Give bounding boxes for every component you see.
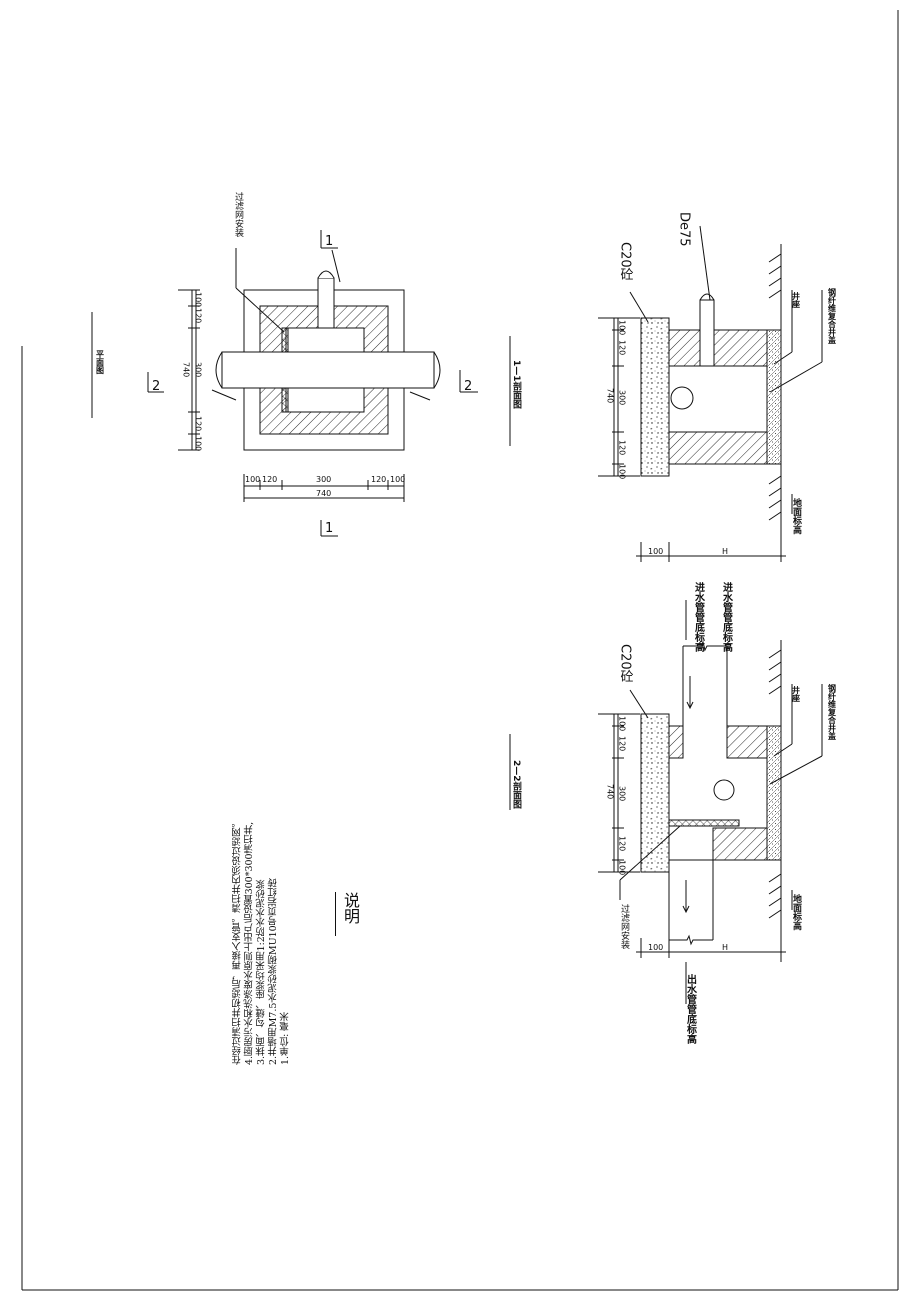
plan-dim-l-300: 300 [194,362,203,377]
s1-pipe-label: De75 [677,212,692,247]
s1-pipe-section [670,386,694,410]
s2-cover-label: 钢纤维复合井盖 [827,683,837,741]
s2-inlet-label: 进水管管底标高 [693,581,706,653]
s1-dim-total: 740 [606,388,615,403]
note-item-2: 2.井墙用M7.5水泥砂浆砌MU10号页岩红砖 [268,877,279,1065]
s2-wall-bottom-right [712,827,768,861]
s2-concrete-label: C20砼 [618,644,634,683]
section-2-labels: 2—2剖面图 进水管管底标高 进水管管底标高 C20砼 井座 钢纤维复合井盖 地… [511,581,837,1045]
s1-de75-pipe [699,299,715,367]
s1-concrete-base [640,317,670,477]
s2-inlet-label-2: 进水管管底标高 [721,581,734,653]
plan-dim-b5: 100 [390,475,405,484]
plan-mark-1-top: 1 [325,234,333,249]
s2-dim-l5: 100 [618,860,627,875]
s1-mortar-cover [766,329,782,465]
s1-dim-l1: 100 [618,320,627,335]
plan-mark-1-bottom: 1 [325,521,333,536]
plan-dim-b4: 120 [371,475,386,484]
s1-title: 1—1剖面图 [511,360,522,409]
plan-mark-2-right: 2 [464,379,472,394]
s1-dim-l3: 300 [618,390,627,405]
plan-vertical-pipe [317,277,335,329]
plan-dim-b3: 300 [316,475,331,484]
s1-wall-top [668,329,768,367]
s1-dim-l2: 120 [618,340,627,355]
s2-outlet-label: 出水管管底标高 [685,973,698,1045]
s1-dim-l4: 120 [618,440,627,455]
s2-well-seat-label: 井座 [792,685,801,703]
plan-dim-l-top: 100 [194,292,203,307]
s2-dim-l3: 300 [618,786,627,801]
s2-wall-top-right [726,725,768,759]
plan-title: 平面图 [96,350,105,375]
s2-filter-mesh [668,819,740,827]
plan-labels: 平面图 过滤网安装 1 1 2 2 100 120 300 120 100 74… [96,191,473,536]
s1-ground-label: 地面标高 [791,497,803,535]
plan-dim-b1: 100 [245,475,260,484]
s2-title: 2—2剖面图 [511,760,522,809]
s1-dim-base: 100 [648,547,663,556]
plan-dim-b2: 120 [262,475,277,484]
notes-list: 1.单位: 毫米 2.井墙用M7.5水泥砂浆砌MU10号页岩红砖 3.抹面、勾缝… [232,818,292,1065]
s2-dim-l4: 120 [618,836,627,851]
note-item-1: 1.单位: 毫米 [280,1011,291,1065]
s1-dim-h: H [722,547,728,556]
s2-dim-l1: 100 [618,716,627,731]
plan-dim-l-120a: 120 [194,308,203,323]
note-item-3: 3.抹面、勾缝、座浆均采用1:2防水水泥砂浆 [256,879,267,1065]
s1-well-seat-label: 井座 [792,291,801,309]
s2-dim-base: 100 [648,943,663,952]
s1-cover-label: 钢纤维复合井盖 [827,287,837,345]
plan-dim-total: 740 [316,489,331,498]
s2-filter-label: 过滤网安装 [619,903,630,950]
notes-title: 说明 [335,892,362,936]
s2-dim-h: H [722,943,728,952]
s2-mortar-cover [766,725,782,861]
plan-view [91,230,511,537]
section-2-2 [509,600,823,1004]
note-item-4: 4.厨房污水和洗涤废水原则上出户后设置300*300清扫井, [244,821,255,1065]
s2-ground-label: 地面标高 [791,893,803,931]
plan-dim-l-bottom: 100 [194,436,203,451]
section-1-labels: 1—1剖面图 C20砼 De75 井座 钢纤维复合井盖 地面标高 100 120… [511,212,837,556]
s2-dim-total: 740 [606,784,615,799]
plan-dim-l-total: 740 [182,362,191,377]
plan-dim-l-120b: 120 [194,416,203,431]
plan-filter-label: 过滤网安装 [233,191,244,238]
plan-mark-2-left: 2 [152,379,160,394]
s1-wall-bottom [668,431,768,465]
note-item-5: 在经过清扫井初滤后，再接入支管。清扫井内须设过滤网。 [232,818,243,1065]
s2-pipe-section [713,779,735,801]
section-1-1 [598,225,823,562]
s1-concrete-label: C20砼 [618,242,634,281]
s2-dim-l2: 120 [618,736,627,751]
s2-wall-top-left [668,725,684,759]
s1-dim-l5: 100 [618,464,627,479]
sheet-frame [21,10,899,1291]
s2-concrete-base [640,713,670,873]
